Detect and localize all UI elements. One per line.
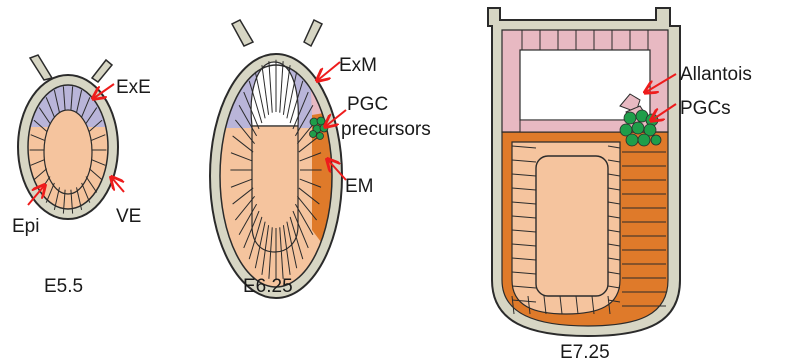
label-exm: ExM: [339, 55, 377, 76]
embryo-e6-25: ExM PGC precursors EM E6.25: [210, 20, 431, 298]
ve-stalk-right: [304, 20, 322, 46]
pgc-cell: [624, 112, 636, 124]
arrow-ve: [112, 178, 124, 192]
amniotic-cavity: [536, 156, 608, 296]
label-pgc: PGC: [347, 94, 388, 115]
label-epi: Epi: [12, 216, 39, 237]
embryo-e7-25: Allantois PGCs E7.25: [488, 8, 752, 363]
pgc-cell: [651, 135, 661, 145]
ve-stalk-left: [232, 20, 253, 46]
pgc-cell: [632, 122, 644, 134]
label-ve: VE: [116, 206, 141, 227]
arrow-exm: [318, 62, 340, 80]
pgc-cell: [626, 134, 638, 146]
pgc-cell: [317, 133, 324, 140]
ve-stalk-left: [30, 55, 52, 80]
label-exe: ExE: [116, 77, 151, 98]
label-em: EM: [345, 176, 374, 197]
pgc-cell: [310, 131, 317, 138]
proamniotic-cavity-lower: [252, 126, 298, 252]
embryo-e5-5: ExE Epi VE E5.5: [12, 55, 151, 297]
pgc-cluster: [620, 110, 661, 146]
ve-stalk-right: [92, 60, 112, 82]
stage-label-e7-25: E7.25: [560, 342, 610, 363]
label-allantois: Allantois: [680, 64, 752, 85]
stage-label-e5-5: E5.5: [44, 276, 83, 297]
inner-cavity: [44, 110, 92, 194]
stage-label-e6-25: E6.25: [243, 276, 293, 297]
pgc-cell: [638, 134, 650, 146]
label-pgcs: PGCs: [680, 98, 731, 119]
label-precursors: precursors: [341, 119, 431, 140]
